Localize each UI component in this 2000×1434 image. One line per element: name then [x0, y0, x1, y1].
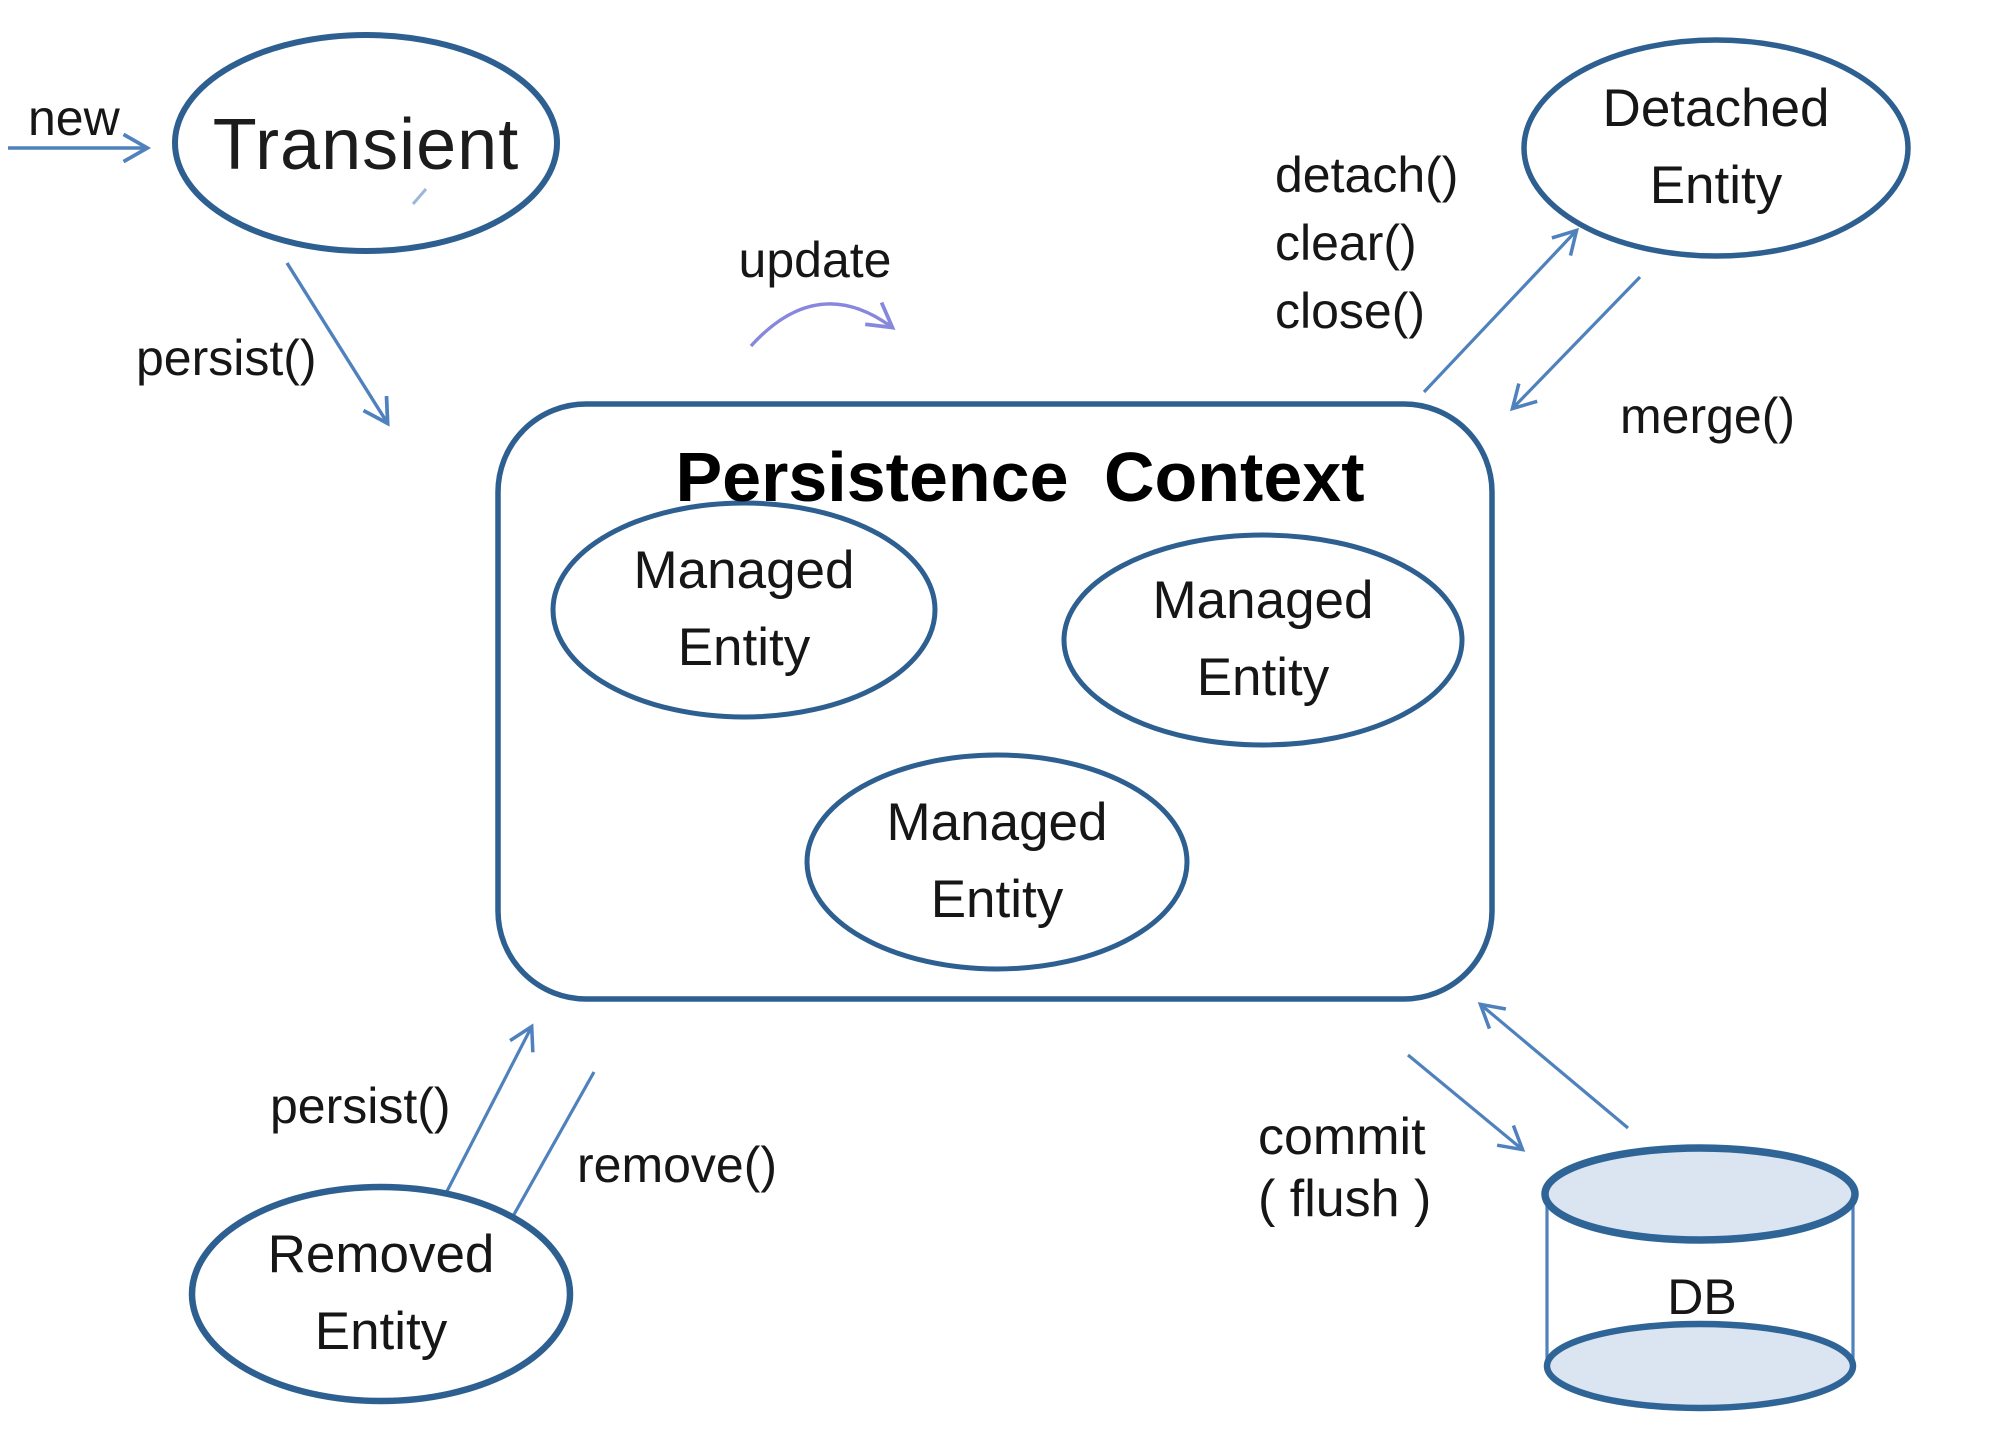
detached-entity-label: Detached Entity: [1602, 79, 1830, 215]
transient-node-ellipse: [172, 32, 560, 254]
persist-bottom-label: persist(): [270, 1078, 451, 1134]
remove-label: remove(): [577, 1137, 778, 1193]
detach-arrow: [1422, 227, 1579, 394]
cylinder-top-disc: [1541, 1144, 1859, 1244]
persistence-context-title: Persistence Context: [675, 438, 1365, 516]
persist-top-label: persist(): [136, 330, 317, 386]
transient-node-label: Transient: [212, 105, 520, 186]
database-cylinder: [1541, 1144, 1859, 1412]
persist-top-arrow: [285, 262, 390, 427]
managed-entity-3-label: Managed Entity: [886, 793, 1108, 929]
detach-clear-close-label: detach() clear() close(): [1275, 147, 1459, 339]
stray-tick-mark: [411, 188, 428, 205]
merge-arrow: [1509, 275, 1642, 412]
removed-entity-label: Removed Entity: [267, 1225, 495, 1361]
merge-label: merge(): [1620, 388, 1796, 444]
db-to-context-arrow: [1477, 1002, 1630, 1130]
update-arrow: [749, 301, 896, 348]
new-label: new: [28, 90, 120, 146]
commit-arrow: [1406, 1053, 1526, 1152]
db-label: DB: [1667, 1269, 1737, 1325]
update-label: update: [738, 232, 892, 288]
managed-entity-2-label: Managed Entity: [1152, 571, 1374, 707]
detached-entity-ellipse: [1521, 37, 1911, 259]
managed-entity-3-ellipse: [804, 752, 1190, 972]
cylinder-bottom-disc: [1543, 1320, 1857, 1412]
commit-flush-label: commit ( flush ): [1258, 1108, 1432, 1228]
managed-entity-2-ellipse: [1061, 532, 1465, 748]
managed-entity-1-ellipse: [550, 500, 938, 720]
managed-entity-1-label: Managed Entity: [633, 541, 855, 677]
removed-entity-ellipse: [188, 1183, 574, 1405]
